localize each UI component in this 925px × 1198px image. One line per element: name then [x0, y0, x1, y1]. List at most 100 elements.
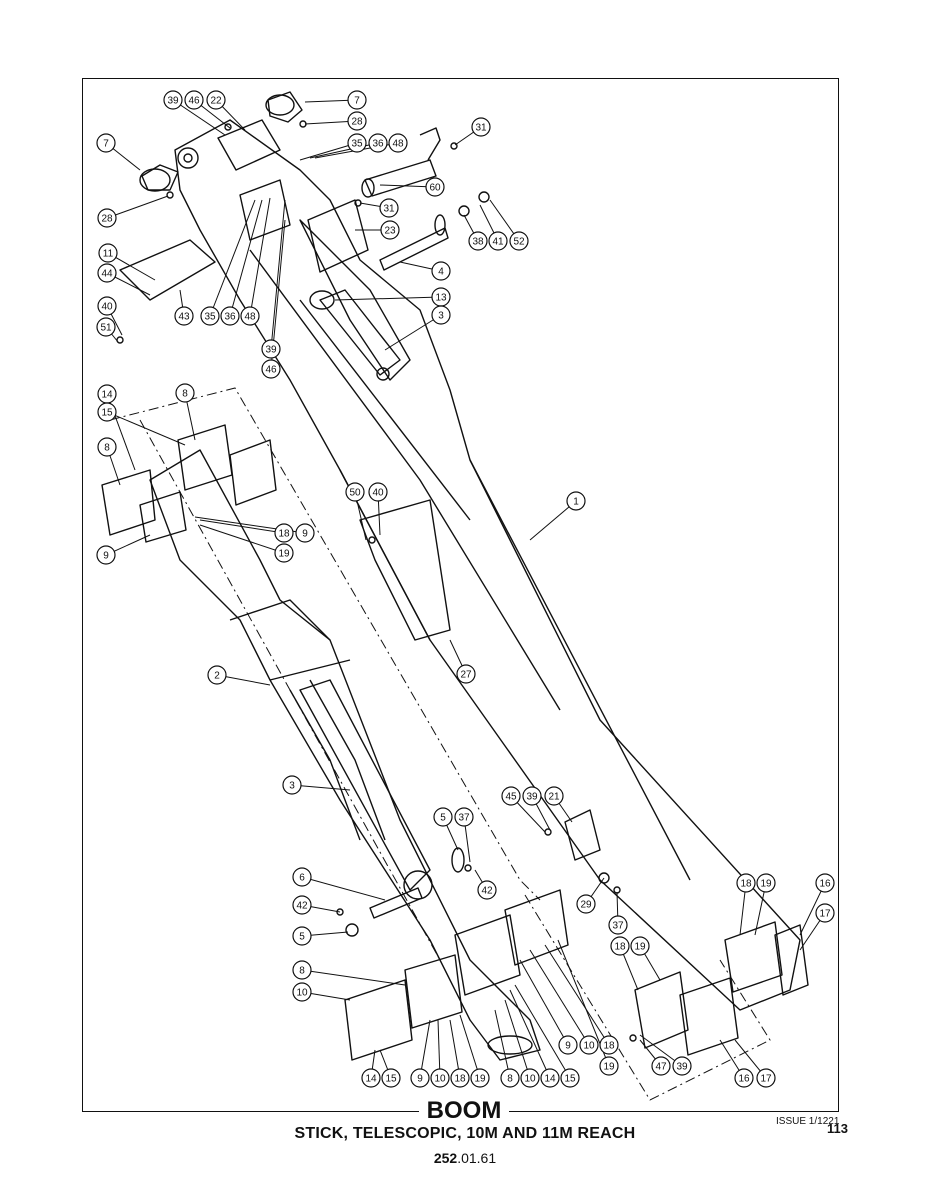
callout-number: 46 — [265, 365, 277, 376]
callout-number: 52 — [513, 237, 525, 248]
callout-circle — [579, 1035, 599, 1055]
callout-leader-line — [529, 949, 590, 1046]
callout-number: 2 — [214, 671, 220, 682]
callout-number: 40 — [372, 488, 384, 499]
callout-balloon: 21 — [544, 786, 564, 806]
callout-circle — [456, 664, 476, 684]
callout-circle — [576, 894, 596, 914]
callout-circle — [174, 306, 194, 326]
callout-circle — [734, 1068, 754, 1088]
callout-circle — [608, 915, 628, 935]
callout-number: 16 — [738, 1074, 750, 1085]
pins-and-bushings — [139, 91, 449, 919]
callout-balloon: 9 — [295, 523, 315, 543]
callout-balloon: 16 — [815, 873, 835, 893]
callout-balloon: 6 — [292, 867, 312, 887]
callout-number: 14 — [101, 390, 113, 401]
callout-number: 7 — [354, 96, 360, 107]
callout-number: 35 — [204, 312, 216, 323]
callout-circle — [610, 936, 630, 956]
callout-circle — [292, 926, 312, 946]
callout-balloon: 50 — [345, 482, 365, 502]
callout-leader-line — [519, 959, 569, 1046]
callout-balloon: 18 — [610, 936, 630, 956]
hydraulic-cylinder — [299, 289, 433, 900]
callout-balloon: 10 — [520, 1068, 540, 1088]
callout-number: 11 — [103, 249, 114, 260]
callout-balloon: 46 — [184, 90, 204, 110]
callout-circle — [471, 117, 491, 137]
callout-circle — [380, 220, 400, 240]
callout-balloon: 9 — [96, 545, 116, 565]
callout-number: 9 — [103, 551, 109, 562]
callout-balloon: 17 — [815, 903, 835, 923]
callout-circle — [558, 1035, 578, 1055]
callout-circle — [431, 261, 451, 281]
callout-number: 10 — [296, 988, 308, 999]
callout-circle — [292, 895, 312, 915]
callout-balloon: 18 — [450, 1068, 470, 1088]
callout-circle — [381, 1068, 401, 1088]
callout-balloon: 10 — [579, 1035, 599, 1055]
callout-number: 17 — [760, 1074, 772, 1085]
callout-balloon: 22 — [206, 90, 226, 110]
callout-circle — [175, 383, 195, 403]
diagram-title: BOOM — [419, 1097, 509, 1125]
callout-leader-line — [449, 1019, 461, 1079]
callout-number: 15 — [101, 408, 113, 419]
callout-circle — [815, 903, 835, 923]
callout-number: 39 — [167, 96, 179, 107]
callout-circle — [163, 90, 183, 110]
callout-number: 36 — [224, 312, 236, 323]
callout-balloon: 14 — [540, 1068, 560, 1088]
callout-balloon: 28 — [97, 208, 117, 228]
callout-circle — [96, 133, 116, 153]
callout-balloon: 48 — [240, 306, 260, 326]
callout-number: 10 — [583, 1041, 595, 1052]
callout-leader-line — [199, 524, 285, 554]
callout-number: 15 — [564, 1074, 576, 1085]
callout-circle — [261, 339, 281, 359]
callout-balloon: 5 — [292, 926, 312, 946]
callout-circle — [274, 543, 294, 563]
callout-number: 44 — [101, 269, 113, 280]
callout-circle — [368, 133, 388, 153]
callout-balloon: 40 — [368, 482, 388, 502]
callout-balloon: 4 — [431, 261, 451, 281]
callout-number: 18 — [614, 942, 626, 953]
callout-number: 42 — [296, 901, 308, 912]
callout-number: 31 — [475, 123, 487, 134]
assembly-lines — [109, 387, 771, 1101]
callout-balloon: 15 — [381, 1068, 401, 1088]
doc-number-section: 252 — [433, 1150, 458, 1166]
callout-circle — [97, 263, 117, 283]
callout-circle — [430, 1068, 450, 1088]
callout-leader-line — [509, 989, 551, 1079]
callout-number: 14 — [544, 1074, 556, 1085]
callout-number: 41 — [492, 237, 504, 248]
callout-number: 60 — [429, 183, 441, 194]
callout-circle — [756, 873, 776, 893]
callout-circle — [292, 867, 312, 887]
callout-balloon: 15 — [97, 402, 117, 422]
callout-number: 10 — [434, 1074, 446, 1085]
callout-balloon: 51 — [96, 317, 116, 337]
callout-circle — [431, 305, 451, 325]
callout-circle — [345, 482, 365, 502]
callout-balloon: 3 — [431, 305, 451, 325]
callout-circle — [97, 437, 117, 457]
callout-number: 39 — [676, 1062, 688, 1073]
callout-circle — [501, 786, 521, 806]
callout-circle — [96, 545, 116, 565]
callout-circle — [347, 133, 367, 153]
callout-circle — [261, 359, 281, 379]
callout-balloon: 28 — [347, 111, 367, 131]
callout-circle — [522, 786, 542, 806]
callout-balloon: 10 — [430, 1068, 450, 1088]
callout-balloon: 31 — [471, 117, 491, 137]
callout-number: 39 — [265, 345, 277, 356]
callout-circle — [566, 491, 586, 511]
callout-circle — [544, 786, 564, 806]
callout-number: 43 — [178, 312, 190, 323]
callout-number: 37 — [458, 813, 470, 824]
